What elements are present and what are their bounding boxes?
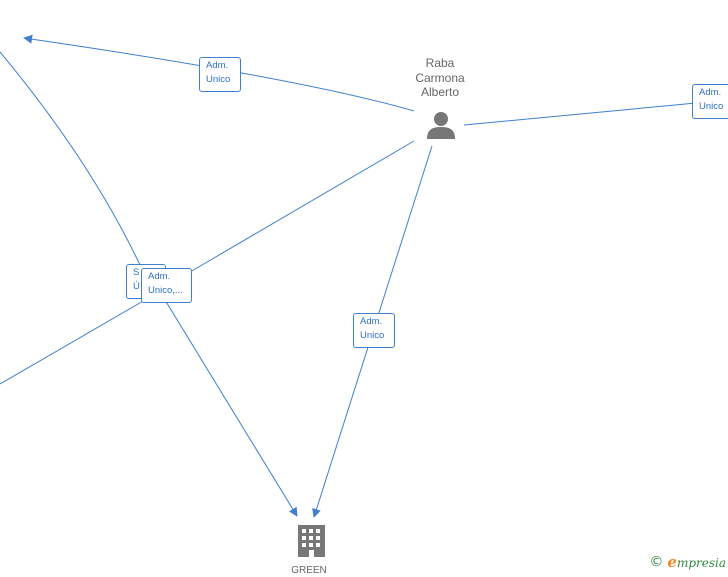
edge-topleft-to-center xyxy=(0,51,141,266)
copyright-symbol: © xyxy=(649,554,664,570)
person-name-line-3: Alberto xyxy=(420,85,460,99)
edge-label-right[interactable]: Adm. Unico xyxy=(692,84,728,119)
company-name: GREEN xyxy=(291,565,327,576)
empresia-watermark: © empresia xyxy=(649,553,726,571)
brand-name: mpresia xyxy=(676,556,726,570)
edge-person-to-offscreen-right xyxy=(463,99,728,126)
company-node-label[interactable]: GREEN xyxy=(281,565,337,577)
edge-label-top-left[interactable]: Adm. Unico xyxy=(199,57,241,92)
person-node-label[interactable]: Raba Carmona Alberto xyxy=(405,56,475,100)
edge-center-to-green xyxy=(164,299,298,517)
brand-initial: e xyxy=(667,553,677,571)
edge-label-bottom[interactable]: Adm. Unico xyxy=(353,313,395,348)
person-name-line-2: Carmona xyxy=(415,70,465,85)
edge-center-to-offscreen-left xyxy=(0,299,146,385)
edge-person-to-offscreen-left xyxy=(23,34,415,112)
person-name-line-1: Raba xyxy=(425,56,455,70)
edge-label-center-front[interactable]: Adm. Unico,... xyxy=(141,268,192,303)
building-icon[interactable] xyxy=(298,525,325,557)
edge-person-to-center xyxy=(189,140,415,273)
person-icon[interactable] xyxy=(427,112,455,139)
